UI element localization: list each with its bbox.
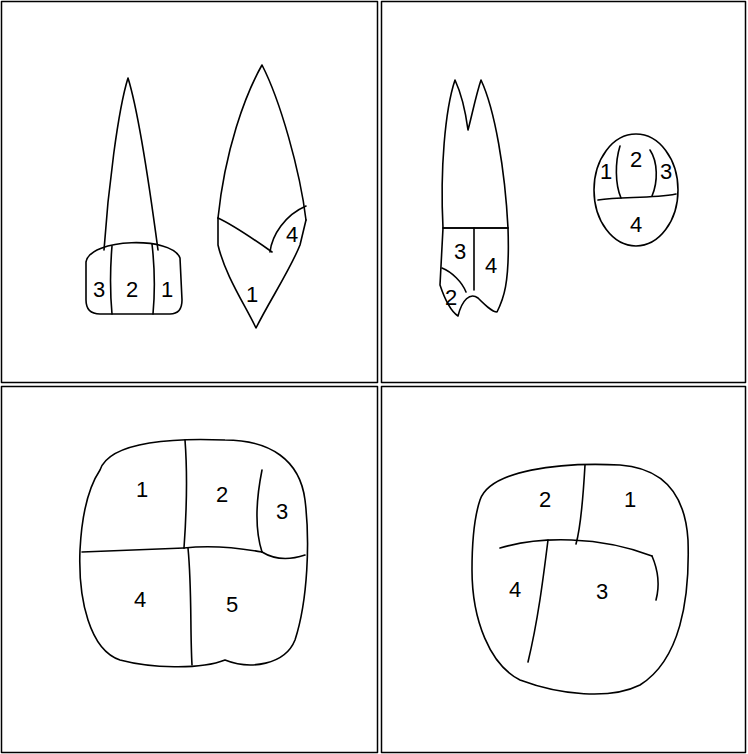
tooth-crown <box>218 218 306 328</box>
callout-number: 4 <box>485 255 497 277</box>
callout-number: 1 <box>624 489 636 511</box>
molar-occlusal <box>472 464 688 694</box>
groove-line <box>500 540 652 556</box>
callout-number: 2 <box>630 149 642 171</box>
canine-proximal <box>218 65 306 328</box>
groove-line <box>576 465 585 544</box>
callout-number: 2 <box>216 484 228 506</box>
tooth-crown <box>440 228 508 316</box>
callout-number: 3 <box>454 241 466 263</box>
tooth-outline <box>472 464 688 694</box>
premolar-buccal <box>440 80 508 316</box>
lobe-line <box>152 244 154 314</box>
callout-number: 4 <box>509 579 521 601</box>
groove-line <box>652 556 658 600</box>
groove-line <box>257 470 262 552</box>
panel-frame <box>382 387 746 753</box>
groove-line <box>262 552 305 558</box>
cervical-line <box>218 218 272 252</box>
callout-number: 5 <box>226 594 238 616</box>
callout-number: 2 <box>539 489 551 511</box>
cervical-line <box>443 227 508 229</box>
callout-number: 3 <box>596 581 608 603</box>
callout-number: 3 <box>276 501 288 523</box>
groove-line <box>528 540 548 662</box>
callout-number: 4 <box>134 589 146 611</box>
groove-line <box>598 194 676 200</box>
ridge-line <box>616 146 621 198</box>
callout-number: 2 <box>445 287 457 309</box>
molar-occlusal <box>80 439 308 666</box>
groove-line <box>184 440 187 548</box>
ridge-line <box>650 150 656 196</box>
tooth-root <box>442 80 508 228</box>
tooth-outline <box>594 134 678 246</box>
cingulum-line <box>270 206 306 252</box>
callout-number: 1 <box>161 279 173 301</box>
callout-number: 2 <box>126 279 138 301</box>
callout-number: 3 <box>660 161 672 183</box>
panel-frame <box>382 2 746 383</box>
panel-frame <box>2 2 378 383</box>
tooth-root <box>218 65 306 220</box>
tooth-outline <box>80 439 308 666</box>
tooth-crown <box>86 243 182 314</box>
groove-line <box>184 547 262 552</box>
callout-number: 3 <box>93 279 105 301</box>
callout-number: 4 <box>286 224 298 246</box>
groove-line <box>188 548 192 665</box>
lobe-line <box>111 246 113 314</box>
groove-line <box>82 548 184 552</box>
callout-number: 1 <box>246 284 258 306</box>
callout-number: 4 <box>630 214 642 236</box>
premolar-occlusal <box>594 134 678 246</box>
lobe-line <box>473 228 475 290</box>
incisor-labial <box>86 78 182 314</box>
callout-number: 1 <box>600 161 612 183</box>
panel-frame <box>2 387 378 753</box>
callout-number: 1 <box>136 479 148 501</box>
tooth-root <box>104 78 158 250</box>
